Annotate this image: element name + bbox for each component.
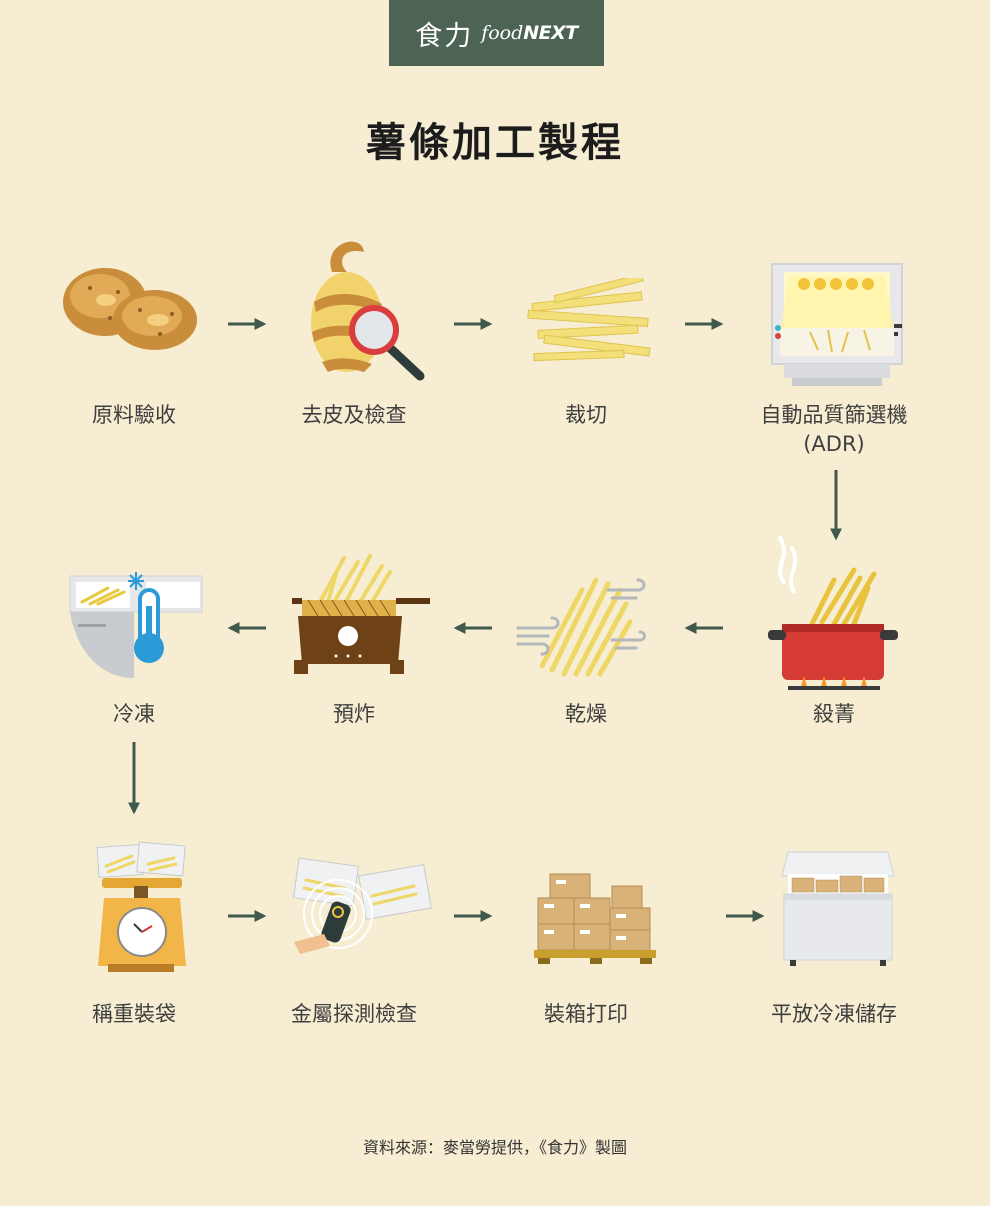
arrow-left-3 xyxy=(227,622,266,634)
drying-fries-icon xyxy=(516,577,646,677)
arrow-down-2 xyxy=(128,742,140,815)
step-label-adr-line2: (ADR) xyxy=(803,432,865,456)
step-label-metal-detection: 金屬探測檢查 xyxy=(291,1002,417,1026)
step-label-storage: 平放冷凍儲存 xyxy=(771,1002,897,1026)
arrow-right-3 xyxy=(685,318,724,330)
step-label-freezing: 冷凍 xyxy=(113,702,155,726)
step-label-cutting: 裁切 xyxy=(565,403,607,427)
adr-sorting-machine-icon xyxy=(771,263,903,386)
step-label-peeling: 去皮及檢查 xyxy=(301,403,407,427)
arrow-left-1 xyxy=(684,622,723,634)
cut-fries-icon xyxy=(527,278,651,362)
arrow-right-1 xyxy=(228,318,267,330)
logo-english: foodNEXT xyxy=(481,22,578,44)
arrow-right-5 xyxy=(454,910,493,922)
scale-bags-icon xyxy=(96,841,186,972)
step-label-receiving: 原料驗收 xyxy=(92,403,176,427)
potatoes-icon xyxy=(63,268,197,350)
arrow-down-1 xyxy=(830,470,842,541)
metal-detector-icon xyxy=(292,857,432,954)
step-label-blanching: 殺菁 xyxy=(813,702,855,726)
logo-chinese: 食力 xyxy=(415,20,474,52)
arrow-right-4 xyxy=(228,910,267,922)
source-note: 資料來源：麥當勞提供，《食力》製圖 xyxy=(362,1138,627,1157)
freezer-thermometer-icon xyxy=(69,572,203,678)
blanching-pot-icon xyxy=(768,536,898,690)
step-label-weighing: 稱重裝袋 xyxy=(92,1002,176,1026)
page-title: 薯條加工製程 xyxy=(366,120,624,166)
step-label-adr: 自動品質篩選機 (ADR) xyxy=(724,401,944,459)
arrow-left-2 xyxy=(453,622,492,634)
peeled-potato-magnifier-icon xyxy=(311,241,425,381)
step-label-drying: 乾燥 xyxy=(565,702,607,726)
step-label-prefry: 預炸 xyxy=(333,702,375,726)
boxes-pallet-icon xyxy=(534,873,656,964)
arrow-right-2 xyxy=(454,318,493,330)
arrow-right-6 xyxy=(726,910,765,922)
foodnext-logo: 食力 foodNEXT xyxy=(389,0,604,66)
chest-freezer-icon xyxy=(781,851,895,966)
step-label-boxing: 裝箱打印 xyxy=(544,1002,628,1026)
step-label-adr-line1: 自動品質篩選機 xyxy=(760,403,908,427)
fryer-icon xyxy=(292,554,430,674)
